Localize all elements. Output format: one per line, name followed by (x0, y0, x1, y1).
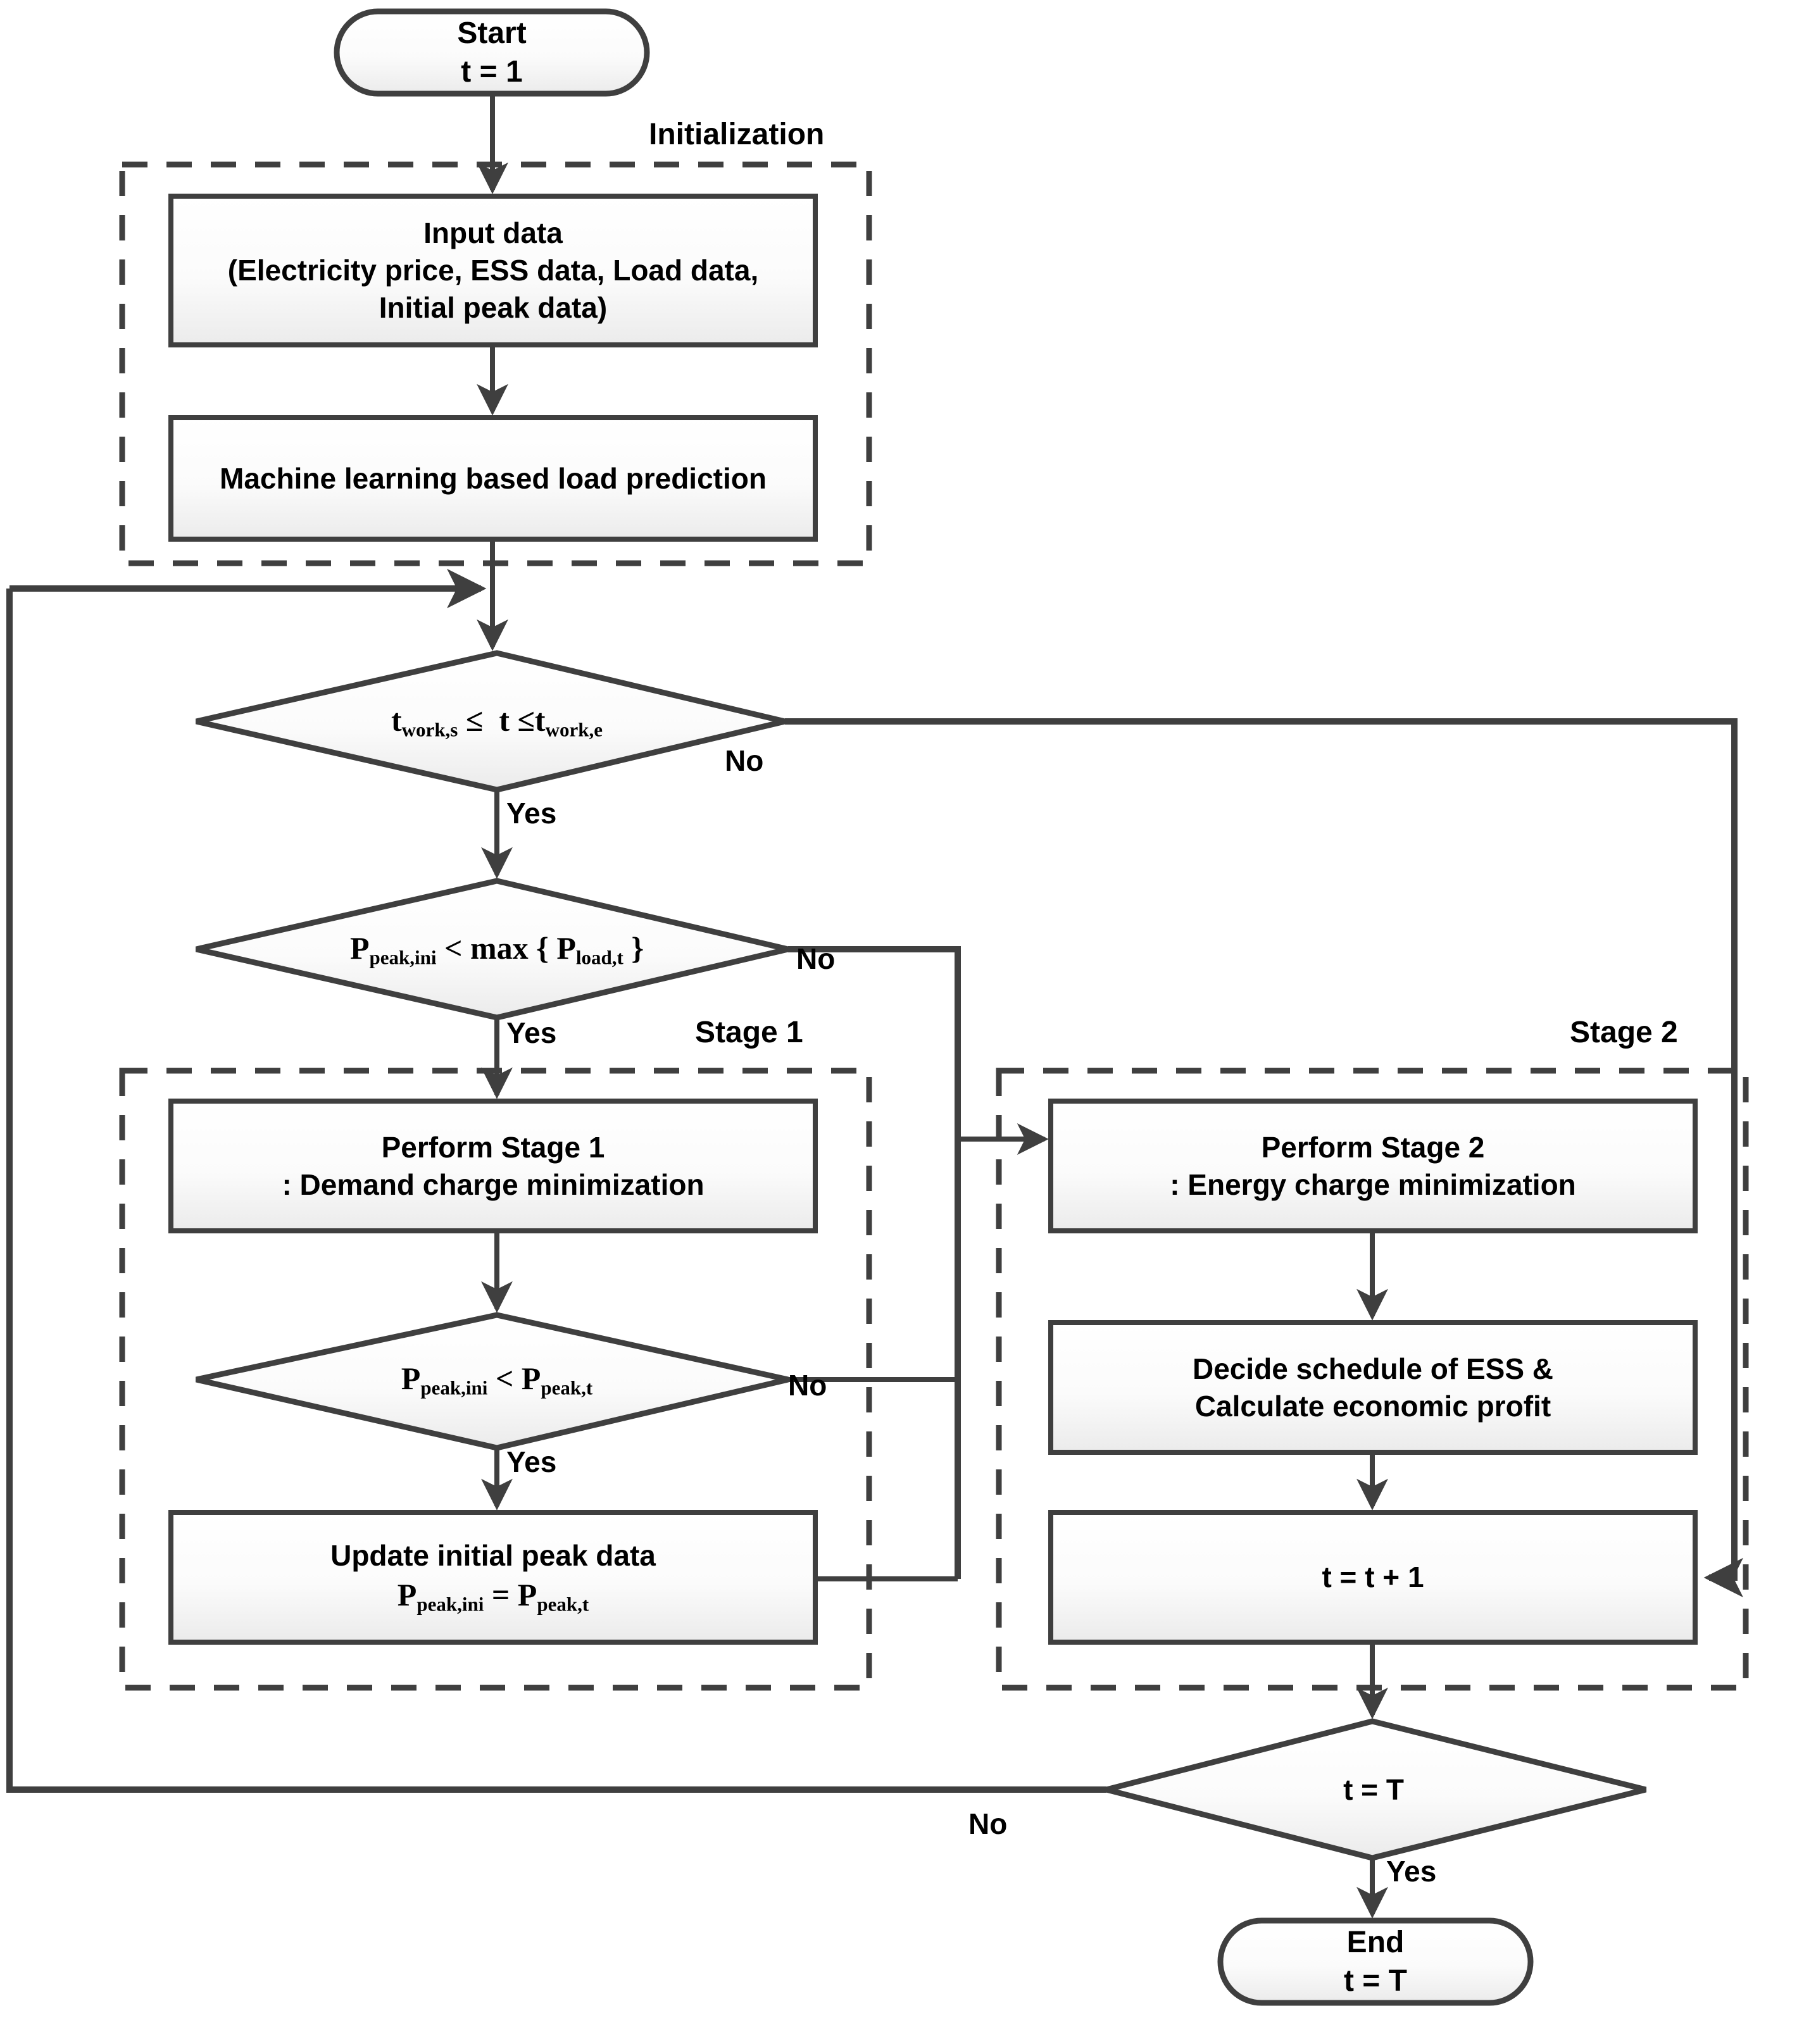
increment-t-node-shape (1048, 1510, 1698, 1645)
stage1-perform-node-shape (168, 1099, 818, 1233)
peak-update-decision-shape (196, 1312, 789, 1451)
edge-label-workwindow-yes: Yes (506, 797, 557, 830)
edge-workwindow-no (785, 718, 1744, 1598)
peak-compare-decision-shape (196, 878, 789, 1021)
decide-schedule-node-shape (1048, 1320, 1698, 1455)
edge-label-endcheck-yes: Yes (1386, 1855, 1437, 1888)
update-peak-node-shape (168, 1510, 818, 1645)
initialization-group-label: Initialization (649, 118, 825, 151)
stage2-perform-node-shape (1048, 1099, 1698, 1233)
edge-peakcompare-no (788, 946, 961, 1579)
work-window-decision-shape (196, 650, 786, 793)
stage1-group-label: Stage 1 (695, 1016, 803, 1049)
start-node-shape (334, 8, 650, 97)
edge-label-workwindow-no: No (725, 744, 764, 777)
edge-label-peakupdate-no: No (788, 1369, 827, 1402)
ml-prediction-node-shape (168, 415, 818, 542)
input-data-node-shape (168, 194, 818, 347)
edge-label-endcheck-no: No (968, 1807, 1008, 1840)
end-node-shape (1217, 1917, 1534, 2006)
edge-left-return-trunk (6, 589, 1106, 1793)
end-check-decision-shape (1105, 1718, 1647, 1861)
edge-label-peakcompare-no: No (796, 942, 836, 975)
edge-label-peakupdate-yes: Yes (506, 1445, 557, 1478)
edge-label-peakcompare-yes: Yes (506, 1016, 557, 1049)
stage2-group-label: Stage 2 (1570, 1016, 1678, 1049)
